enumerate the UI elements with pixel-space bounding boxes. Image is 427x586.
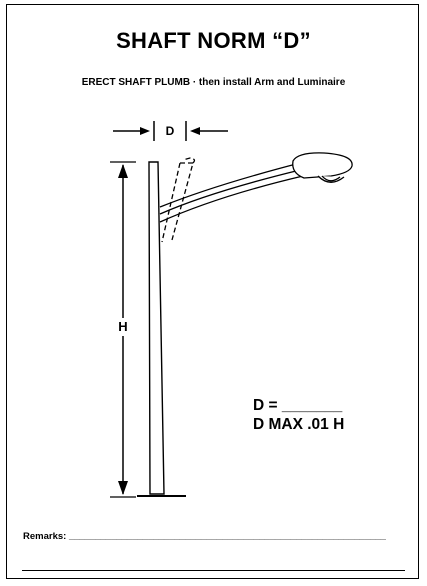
h-top-arrowhead xyxy=(118,164,128,178)
remarks-second-line xyxy=(22,570,405,571)
d-left-arrowhead xyxy=(140,127,150,135)
d-label: D xyxy=(166,124,175,138)
h-dimension: H xyxy=(110,161,136,498)
luminaire-head xyxy=(292,152,353,183)
luminaire-arm xyxy=(159,162,304,223)
h-label: H xyxy=(118,319,127,334)
form-title: SHAFT NORM “D” xyxy=(116,28,311,53)
formula-block: D = _______ D MAX .01 H xyxy=(253,396,344,434)
formula-d-blank: D = _______ xyxy=(253,397,343,414)
d-dimension: D xyxy=(113,121,228,141)
h-bottom-arrowhead xyxy=(118,481,128,495)
remarks-line: Remarks: _______________________________… xyxy=(23,531,386,542)
pole-shaft xyxy=(137,161,186,497)
form-card xyxy=(6,4,419,579)
formula-d-max: D MAX .01 H xyxy=(253,416,345,433)
form-subtitle: ERECT SHAFT PLUMB · then install Arm and… xyxy=(81,77,346,88)
